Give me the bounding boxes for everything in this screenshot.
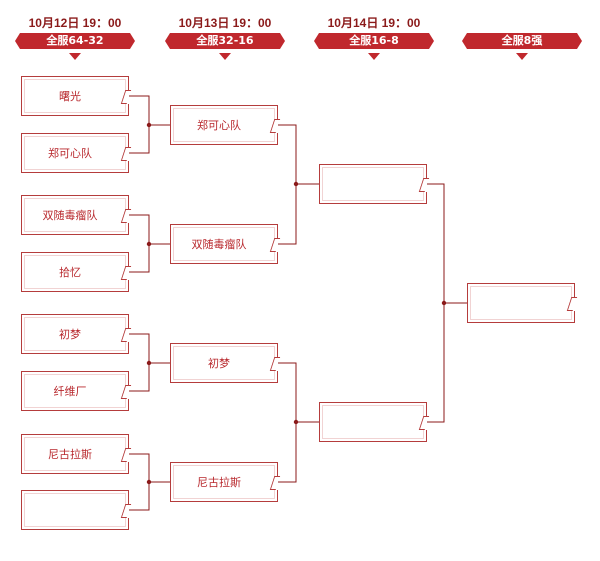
team-name: 曙光 (59, 90, 81, 103)
notch-icon (121, 209, 129, 223)
notch-icon (419, 178, 427, 192)
team-slot: 初梦 (21, 314, 129, 354)
team-slot: 拾忆 (21, 252, 129, 292)
team-slot: 曙光 (21, 76, 129, 116)
connector-r3 (427, 183, 467, 423)
down-arrow-icon (516, 53, 528, 60)
notch-icon (121, 385, 129, 399)
round-date: 10月13日 19：00 (178, 16, 272, 30)
team-name (320, 165, 416, 203)
junction-dot (146, 122, 152, 128)
team-slot: 郑可心队 (21, 133, 129, 173)
junction-dot (441, 300, 447, 306)
round-header-3: 10月14日 19：00 全服16-8 (314, 13, 434, 60)
notch-icon (121, 328, 129, 342)
round-label-bar: 全服16-8 (314, 33, 434, 49)
round-label-bar: 全服64-32 (15, 33, 135, 49)
team-slot: 郑可心队 (170, 105, 278, 145)
team-slot: 尼古拉斯 (170, 462, 278, 502)
round-header-2: 10月13日 19：00 全服32-16 (165, 13, 285, 60)
notch-icon (567, 297, 575, 311)
team-slot: 双随毒瘤队 (170, 224, 278, 264)
team-slot: 尼古拉斯 (21, 434, 129, 474)
team-name: 郑可心队 (48, 147, 92, 160)
round-label: 全服32-16 (196, 34, 254, 47)
round-label-bar: 全服32-16 (165, 33, 285, 49)
notch-icon (270, 476, 278, 490)
notch-icon (270, 357, 278, 371)
down-arrow-icon (368, 53, 380, 60)
junction-dot (293, 181, 299, 187)
team-name: 尼古拉斯 (197, 476, 241, 489)
team-name (320, 403, 416, 441)
notch-icon (121, 147, 129, 161)
round-header-4: 全服8强 (462, 13, 582, 60)
notch-icon (121, 266, 129, 280)
team-slot: 双随毒瘤队 (21, 195, 129, 235)
notch-icon (419, 416, 427, 430)
round-date: 10月12日 19：00 (28, 16, 122, 30)
team-name: 初梦 (59, 328, 81, 341)
notch-icon (270, 119, 278, 133)
notch-icon (121, 90, 129, 104)
notch-icon (121, 504, 129, 518)
round-label-bar: 全服8强 (462, 33, 582, 49)
team-name: 拾忆 (59, 266, 81, 279)
team-name (468, 284, 564, 322)
team-name: 郑可心队 (197, 119, 241, 132)
team-slot: 纤维厂 (21, 371, 129, 411)
round-label: 全服8强 (501, 34, 543, 47)
team-slot (319, 164, 427, 204)
notch-icon (121, 448, 129, 462)
round-label: 全服16-8 (349, 34, 399, 47)
team-slot: 初梦 (170, 343, 278, 383)
team-slot (21, 490, 129, 530)
junction-dot (293, 419, 299, 425)
team-slot (319, 402, 427, 442)
junction-dot (146, 360, 152, 366)
junction-dot (146, 479, 152, 485)
team-name: 双随毒瘤队 (191, 238, 247, 251)
team-slot (467, 283, 575, 323)
team-name: 双随毒瘤队 (42, 209, 98, 222)
down-arrow-icon (69, 53, 81, 60)
round-label: 全服64-32 (46, 34, 104, 47)
team-name (22, 491, 118, 529)
down-arrow-icon (219, 53, 231, 60)
team-name: 纤维厂 (53, 385, 87, 398)
team-name: 初梦 (208, 357, 230, 370)
round-date: 10月14日 19：00 (327, 16, 421, 30)
notch-icon (270, 238, 278, 252)
round-header-1: 10月12日 19：00 全服64-32 (15, 13, 135, 60)
team-name: 尼古拉斯 (48, 448, 92, 461)
junction-dot (146, 241, 152, 247)
